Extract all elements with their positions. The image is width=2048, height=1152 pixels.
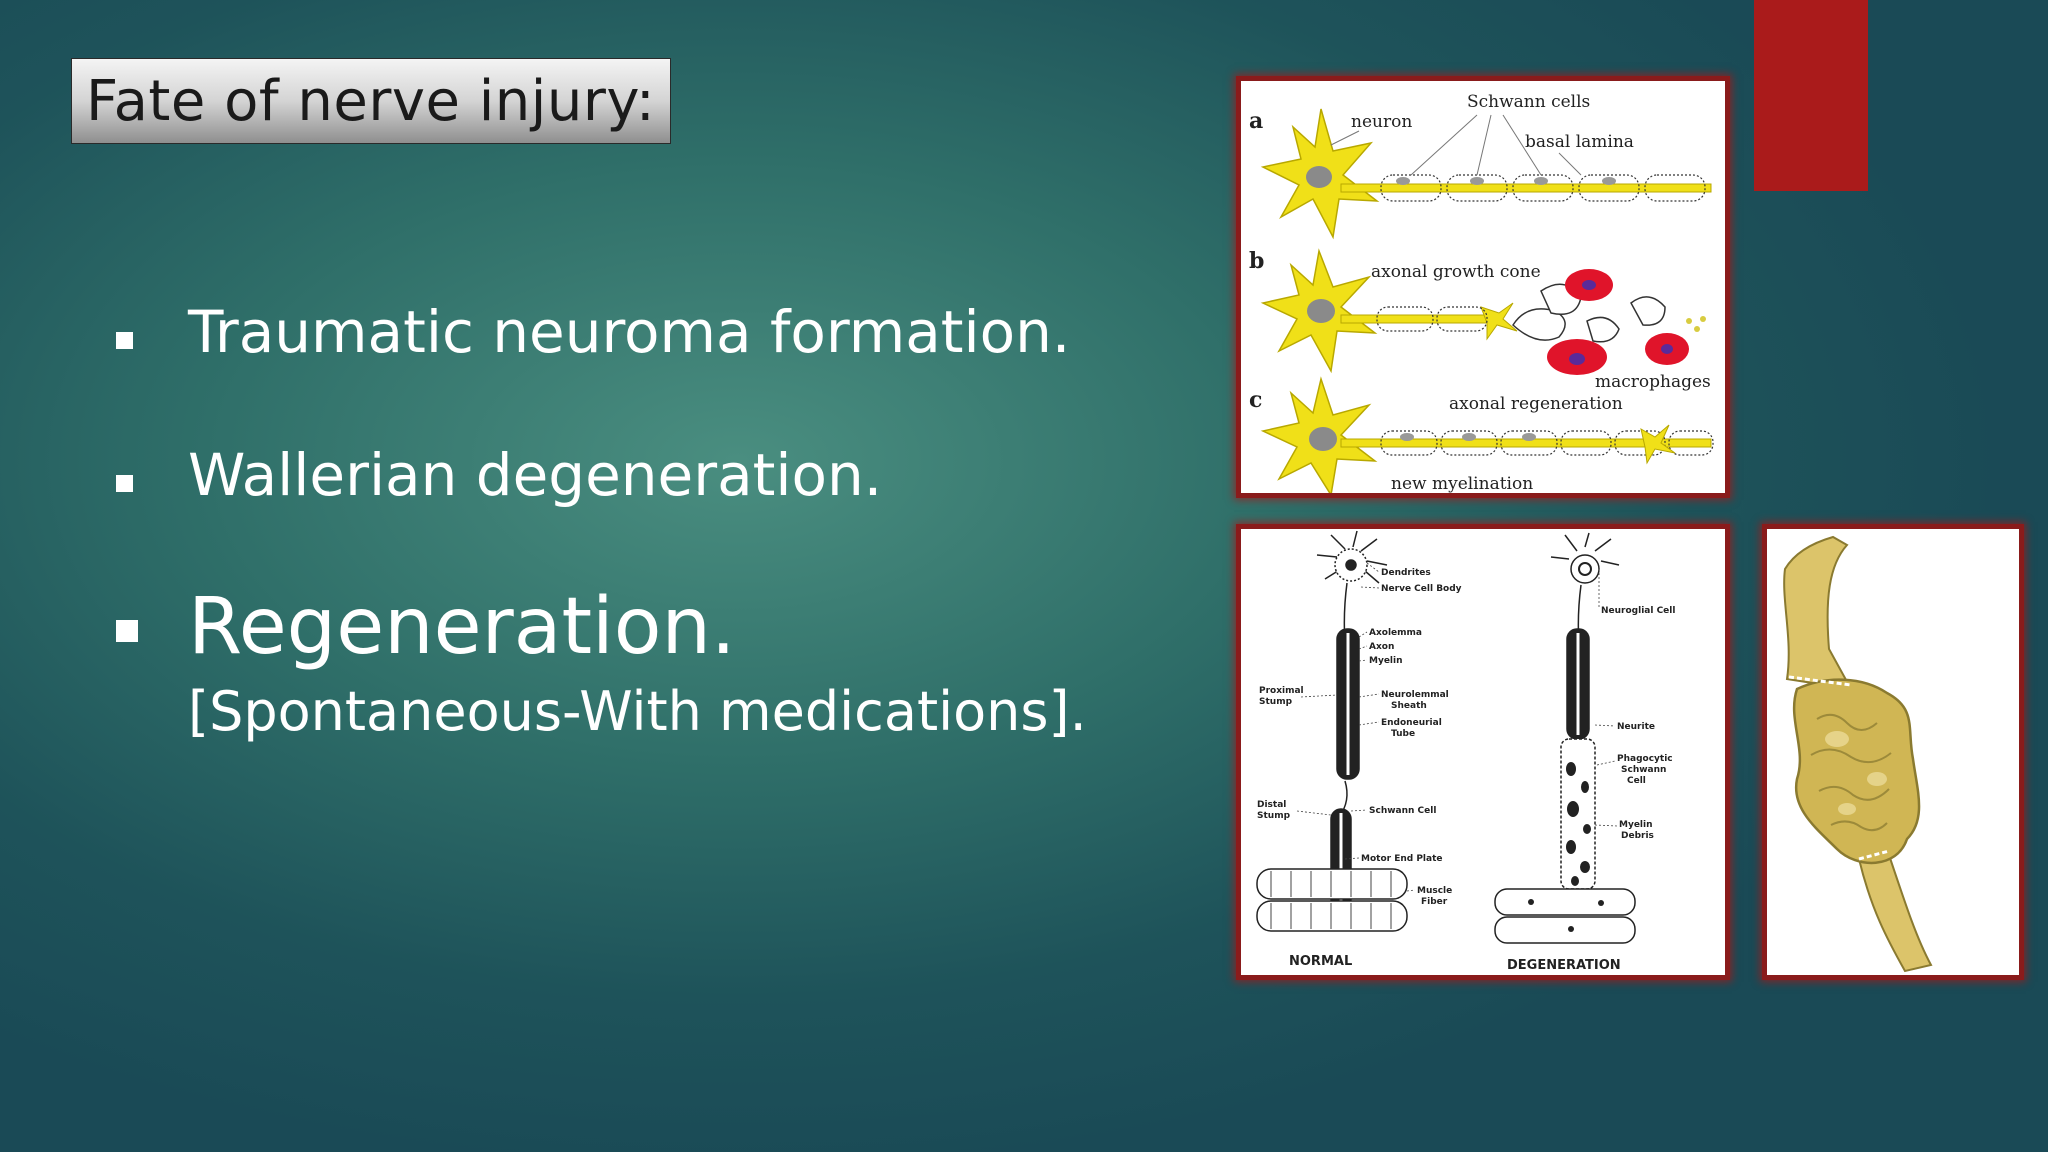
bullet-text: Regeneration. xyxy=(188,582,736,672)
neuron-stage-c xyxy=(1260,376,1714,493)
label-dendrites: Dendrites xyxy=(1381,568,1431,578)
label-basal-lamina: basal lamina xyxy=(1525,132,1634,152)
bullet-text: Wallerian degeneration. xyxy=(188,441,883,509)
label-degeneration: DEGENERATION xyxy=(1507,958,1621,973)
label-distal: Distal xyxy=(1257,800,1286,810)
label-c: c xyxy=(1249,387,1262,413)
label-new-myelination: new myelination xyxy=(1391,474,1533,493)
label-tube: Tube xyxy=(1391,729,1415,739)
label-axolemma: Axolemma xyxy=(1369,628,1422,638)
label-a: a xyxy=(1249,108,1263,134)
label-phagocytic: Phagocytic xyxy=(1617,754,1673,764)
label-motor-end-plate: Motor End Plate xyxy=(1361,854,1443,864)
label-myelin-debris-1: Myelin xyxy=(1619,820,1653,830)
degenerating-neuron xyxy=(1494,532,1636,944)
bullet-square-icon xyxy=(116,475,133,492)
slide-title: Fate of nerve injury: xyxy=(71,58,671,144)
normal-neuron xyxy=(1256,530,1408,932)
label-nerve-cell-body: Nerve Cell Body xyxy=(1381,584,1462,594)
label-neuroglial-cell: Neuroglial Cell xyxy=(1601,606,1675,616)
regeneration-diagram: a b c neuron Schwann cells basal lamina … xyxy=(1249,92,1714,493)
neuron-stage-b xyxy=(1260,248,1706,375)
neuroma-illustration xyxy=(1783,535,1933,973)
bullet-square-icon xyxy=(116,620,138,642)
label-axonal-growth-cone: axonal growth cone xyxy=(1371,262,1541,282)
label-myelin: Myelin xyxy=(1369,656,1403,666)
label-cell: Cell xyxy=(1627,776,1646,786)
degeneration-diagram: Dendrites Nerve Cell Body Axolemma Axon … xyxy=(1256,530,1675,973)
bullet-square-icon xyxy=(116,332,133,349)
label-endoneurial: Endoneurial xyxy=(1381,718,1442,728)
figure-regeneration-stages: a b c neuron Schwann cells basal lamina … xyxy=(1236,76,1730,498)
neuron-stage-a xyxy=(1260,108,1712,240)
label-neurite: Neurite xyxy=(1617,722,1655,732)
label-schwann: Schwann xyxy=(1621,765,1666,775)
bullet-subnote: [Spontaneous-With medications]. xyxy=(188,680,1087,743)
label-neurolemmal: Neurolemmal xyxy=(1381,690,1449,700)
label-schwann-cell: Schwann Cell xyxy=(1369,806,1436,816)
label-muscle: Muscle xyxy=(1417,886,1452,896)
label-fiber: Fiber xyxy=(1421,897,1448,907)
label-distal-stump: Stump xyxy=(1257,811,1291,821)
neuroma-mass xyxy=(1792,678,1921,865)
label-schwann-cells: Schwann cells xyxy=(1467,92,1590,112)
label-proximal: Proximal xyxy=(1259,686,1304,696)
bullet-text: Traumatic neuroma formation. xyxy=(188,298,1071,366)
label-myelin-debris-2: Debris xyxy=(1621,831,1654,841)
label-proximal-stump: Stump xyxy=(1259,697,1293,707)
label-axonal-regeneration: axonal regeneration xyxy=(1449,394,1623,414)
label-macrophages: macrophages xyxy=(1595,372,1711,392)
nerve-trunk xyxy=(1783,535,1933,973)
figure-normal-vs-degeneration: Dendrites Nerve Cell Body Axolemma Axon … xyxy=(1236,524,1730,980)
figure-neuroma xyxy=(1762,524,2024,980)
label-sheath: Sheath xyxy=(1391,701,1427,711)
label-b: b xyxy=(1249,248,1264,274)
decorative-red-tab xyxy=(1754,0,1868,191)
cut-lines xyxy=(1788,675,1890,861)
label-axon: Axon xyxy=(1369,642,1394,652)
label-neuron: neuron xyxy=(1351,112,1412,132)
label-normal: NORMAL xyxy=(1289,954,1352,969)
